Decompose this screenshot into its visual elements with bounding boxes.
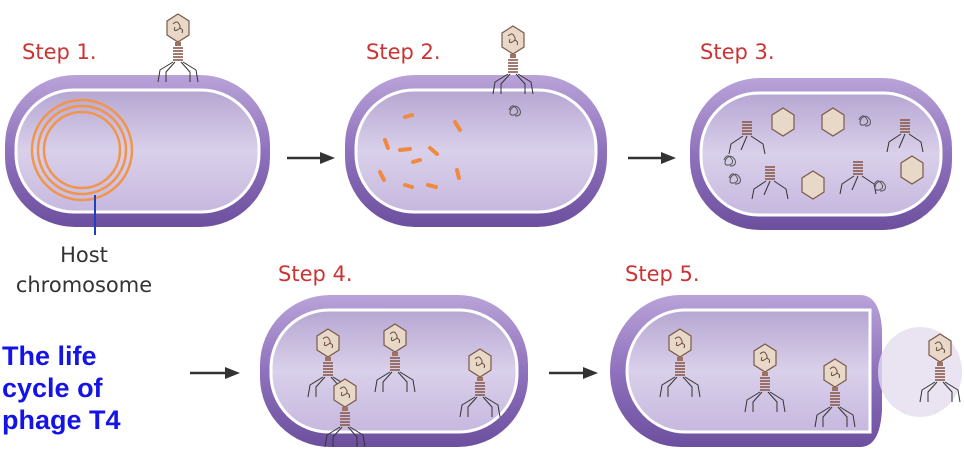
step-1-label: Step 1.	[22, 40, 97, 64]
cell-step-4	[260, 295, 528, 448]
phage-head-icon	[801, 170, 825, 200]
host-label-line-1: Host	[60, 243, 108, 267]
title-line-2: cycle of	[2, 373, 103, 403]
cell-step-1	[5, 13, 270, 235]
arrow-1-to-2	[287, 152, 335, 164]
cell-step-2	[345, 25, 607, 227]
arrow-2-to-3	[628, 152, 676, 164]
step-3-label: Step 3.	[700, 40, 775, 64]
title-line-1: The life	[2, 341, 97, 371]
cell-step-3	[690, 78, 952, 230]
host-chromosome	[30, 98, 134, 202]
step-2-label: Step 2.	[366, 40, 441, 64]
diagram-title: The life cycle of phage T4	[2, 340, 121, 436]
host-label-line-2: chromosome	[15, 273, 153, 297]
phage-icon	[157, 13, 199, 83]
phage-head-icon	[821, 107, 845, 137]
arrow-4-to-5	[549, 367, 598, 379]
step-5-label: Step 5.	[625, 262, 700, 286]
step-4-label: Step 4.	[278, 262, 353, 286]
cell-step-5-lysing	[610, 295, 962, 447]
chromosome-fragments	[378, 113, 462, 189]
host-chromosome-label: Host chromosome	[4, 240, 164, 300]
phage-head-icon	[900, 155, 924, 185]
phage-head-icon	[771, 107, 795, 137]
arrows	[190, 152, 676, 379]
title-line-3: phage T4	[2, 405, 121, 435]
arrow-3-to-4	[190, 367, 240, 379]
